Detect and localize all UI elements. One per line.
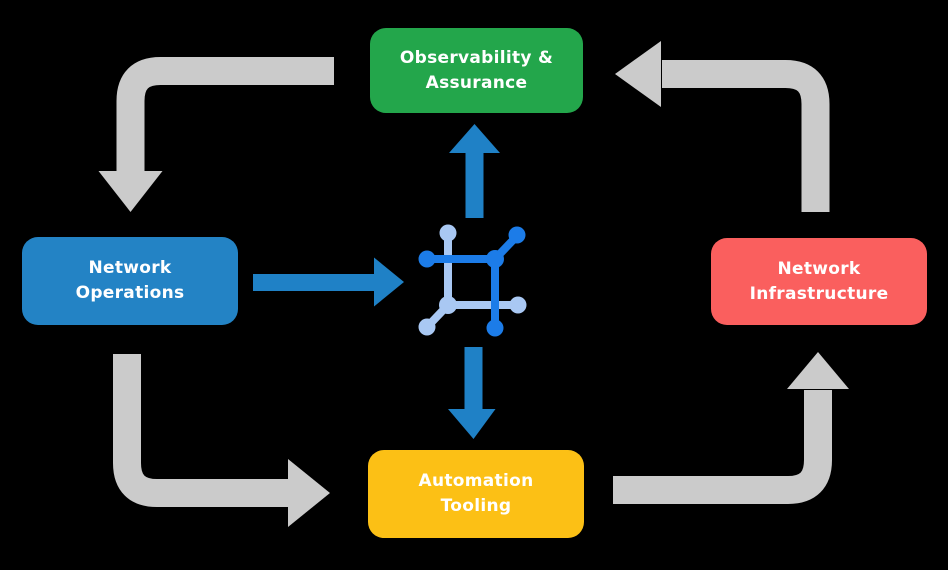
arrow-operations-to-tooling (113, 354, 330, 527)
node-automation-tooling-label: Automation Tooling (418, 471, 534, 516)
arrow-center-to-tooling (448, 347, 496, 439)
node-automation-tooling: Automation Tooling (368, 450, 584, 538)
node-network-operations: Network Operations (22, 237, 238, 325)
arrow-tooling-to-infrastructure (613, 352, 849, 504)
arrow-center-to-observability (449, 124, 500, 218)
network-fabric-icon-dark-layer (418, 226, 526, 337)
arrow-observability-to-operations (98, 57, 334, 212)
node-network-infrastructure: Network Infrastructure (711, 238, 927, 325)
arrow-infrastructure-to-observability (615, 41, 830, 212)
node-observability-assurance: Observability & Assurance (370, 28, 583, 113)
network-fabric-icon (418, 224, 527, 337)
node-observability-assurance-label: Observability & Assurance (399, 47, 554, 93)
network-fabric-icon-light-layer (418, 224, 527, 336)
node-network-infrastructure-label: Network Infrastructure (749, 258, 889, 304)
node-network-operations-label: Network Operations (75, 258, 185, 303)
arrow-operations-to-center (253, 257, 404, 307)
